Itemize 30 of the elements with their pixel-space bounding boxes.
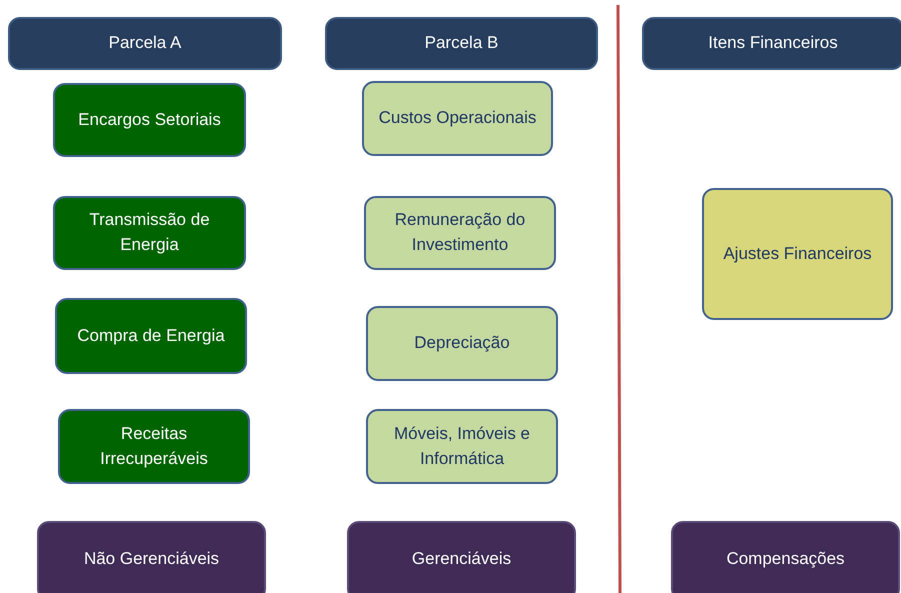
category-box — [702, 188, 893, 320]
category-box — [55, 298, 247, 374]
box-label: Parcela A — [108, 32, 182, 54]
category-box — [671, 521, 900, 593]
category-box — [53, 83, 246, 157]
box-label: Compensações — [725, 548, 846, 570]
box-label: Transmissão de Energia — [88, 209, 211, 256]
box-label: Não Gerenciáveis — [82, 548, 220, 570]
box-label: Gerenciáveis — [410, 548, 512, 570]
box-label: Ajustes Financeiros — [722, 242, 873, 265]
category-box — [58, 409, 250, 484]
category-box — [366, 306, 558, 381]
box-label: Depreciação — [413, 332, 511, 354]
category-box — [364, 196, 556, 270]
category-box — [53, 196, 246, 270]
box-label: Parcela B — [424, 32, 500, 54]
box-label: Itens Financeiros — [707, 32, 839, 54]
category-box — [37, 521, 266, 593]
header-box — [8, 17, 282, 70]
box-label: Receitas Irrecuperáveis — [99, 422, 209, 470]
box-label: Compra de Energia — [76, 324, 226, 347]
box-label: Móveis, Imóveis e Informática — [392, 422, 532, 470]
box-label: Encargos Setoriais — [77, 108, 222, 131]
category-box — [347, 521, 576, 593]
box-label: Custos Operacionais — [378, 107, 538, 130]
category-box — [362, 81, 553, 156]
box-label: Remuneração do Investimento — [394, 209, 526, 256]
header-box — [642, 17, 901, 70]
category-box — [366, 409, 558, 484]
header-box — [325, 17, 598, 70]
